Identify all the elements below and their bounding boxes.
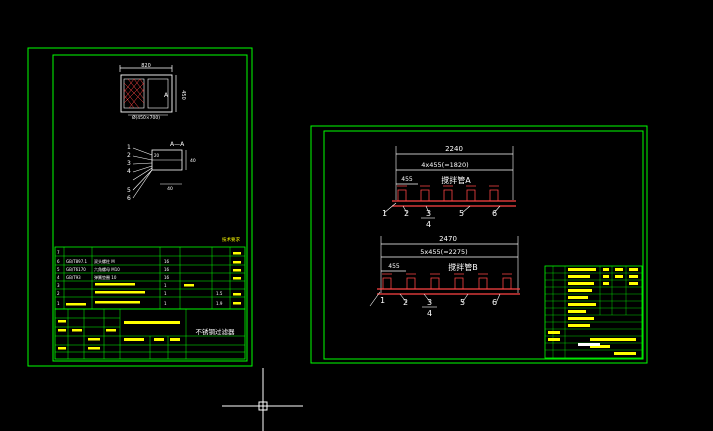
section-dim-bottom: 40 [167, 186, 173, 192]
section-mark: A [164, 92, 169, 99]
part-row-6-qty: 16 [164, 259, 170, 264]
part-row-5-name: 六角螺母 M10 [94, 266, 120, 272]
part-row-4-code: GB/T93 [66, 275, 81, 280]
pipe-b-end-pitch: 455 [388, 263, 400, 270]
part-row-2-note: 1.5 [216, 291, 223, 296]
tech-requirements-note: 技术要求 [222, 236, 240, 243]
right-drawing-sheet[interactable]: 2240 4x455(=1820) 455 搅拌管A 1 2 [310, 125, 648, 364]
pipe-b-callout-2: 2 [403, 298, 408, 307]
pipe-b-callout-6: 6 [492, 298, 497, 307]
pipe-a-callout-6: 6 [492, 209, 497, 218]
pipe-a-callout-1: 1 [382, 209, 387, 218]
pipe-a-callout-5: 5 [459, 209, 464, 218]
section-callout-3: 3 [127, 160, 131, 167]
pipe-b-label: 搅拌管B [448, 262, 478, 272]
right-title-block [544, 265, 643, 359]
part-row-7-no: 7 [57, 250, 60, 255]
part-row-4-name: 弹簧垫圈 10 [94, 274, 117, 280]
pipe-a-callout-4: 4 [426, 220, 431, 229]
part-row-3-no: 3 [57, 283, 60, 288]
part-row-5-code: GB/T6170 [66, 267, 86, 272]
part-row-5-qty: 16 [164, 267, 170, 272]
left-drawing-sheet[interactable]: 820 450 A Ø(450×700) A—A 20 40 [27, 47, 253, 367]
pipe-b-callout-4: 4 [427, 309, 432, 318]
section-view-a-a: A—A 20 40 40 1 2 3 4 5 6 [127, 141, 196, 202]
pipe-b-pitch-dim: 5x455(=2275) [420, 248, 467, 256]
pipe-b-overall-dim: 2470 [439, 235, 457, 243]
plan-dim-right: 450 [180, 90, 186, 100]
part-row-2-no: 2 [57, 291, 60, 296]
pipe-b-callout-5: 5 [460, 298, 465, 307]
parts-list-table: 7 6 GB/T897.1 双头螺柱 M 16 5 GB/T6170 六角螺母 … [54, 246, 246, 310]
part-row-4-qty: 16 [164, 275, 170, 280]
part-row-6-name: 双头螺柱 M [94, 258, 115, 264]
pipe-b-callout-3: 3 [427, 298, 432, 307]
part-row-4-no: 4 [57, 275, 60, 280]
plan-dim-top: 820 [141, 63, 151, 69]
section-callout-5: 5 [127, 187, 131, 194]
pipe-b-callout-1: 1 [380, 296, 385, 305]
part-row-6-code: GB/T897.1 [66, 259, 88, 264]
part-row-5-no: 5 [57, 267, 60, 272]
crosshair-cursor[interactable] [222, 368, 303, 431]
part-row-2-qty: 1 [164, 291, 167, 296]
part-row-6-no: 6 [57, 259, 60, 264]
pipe-a-overall-dim: 2240 [445, 145, 463, 153]
part-row-1-note: 1.9 [216, 301, 223, 306]
section-callout-2: 2 [127, 152, 131, 159]
part-row-1-qty: 1 [164, 301, 167, 306]
parts-list-rows: 7 6 GB/T897.1 双头螺柱 M 16 5 GB/T6170 六角螺母 … [57, 250, 223, 306]
stirring-pipe-a-drawing: 2240 4x455(=1820) 455 搅拌管A 1 2 [382, 145, 516, 229]
section-callout-1: 1 [127, 144, 131, 151]
stirring-pipe-b-drawing: 2470 5x455(=2275) 455 搅拌管B 1 2 [369, 235, 520, 318]
drawing-title: 不锈钢过滤器 [196, 327, 236, 336]
section-title: A—A [170, 141, 185, 148]
plan-caption: Ø(450×700) [132, 114, 160, 121]
section-callout-6: 6 [127, 195, 131, 202]
pipe-a-callout-3: 3 [426, 209, 431, 218]
section-dim-right: 40 [190, 158, 196, 164]
pipe-a-pitch-dim: 4x455(=1820) [421, 161, 468, 169]
parts-list-filler-text [66, 252, 241, 306]
pipe-a-label: 搅拌管A [441, 175, 471, 185]
filter-plan-view: 820 450 A Ø(450×700) [119, 63, 186, 121]
section-callout-4: 4 [127, 168, 131, 175]
part-row-1-no: 1 [57, 301, 60, 306]
part-row-3-qty: 1 [164, 283, 167, 288]
left-title-block: 不锈钢过滤器 [54, 308, 246, 360]
pipe-a-end-pitch: 455 [401, 176, 413, 183]
section-dim-small: 20 [154, 153, 160, 158]
pipe-a-callout-2: 2 [404, 209, 409, 218]
